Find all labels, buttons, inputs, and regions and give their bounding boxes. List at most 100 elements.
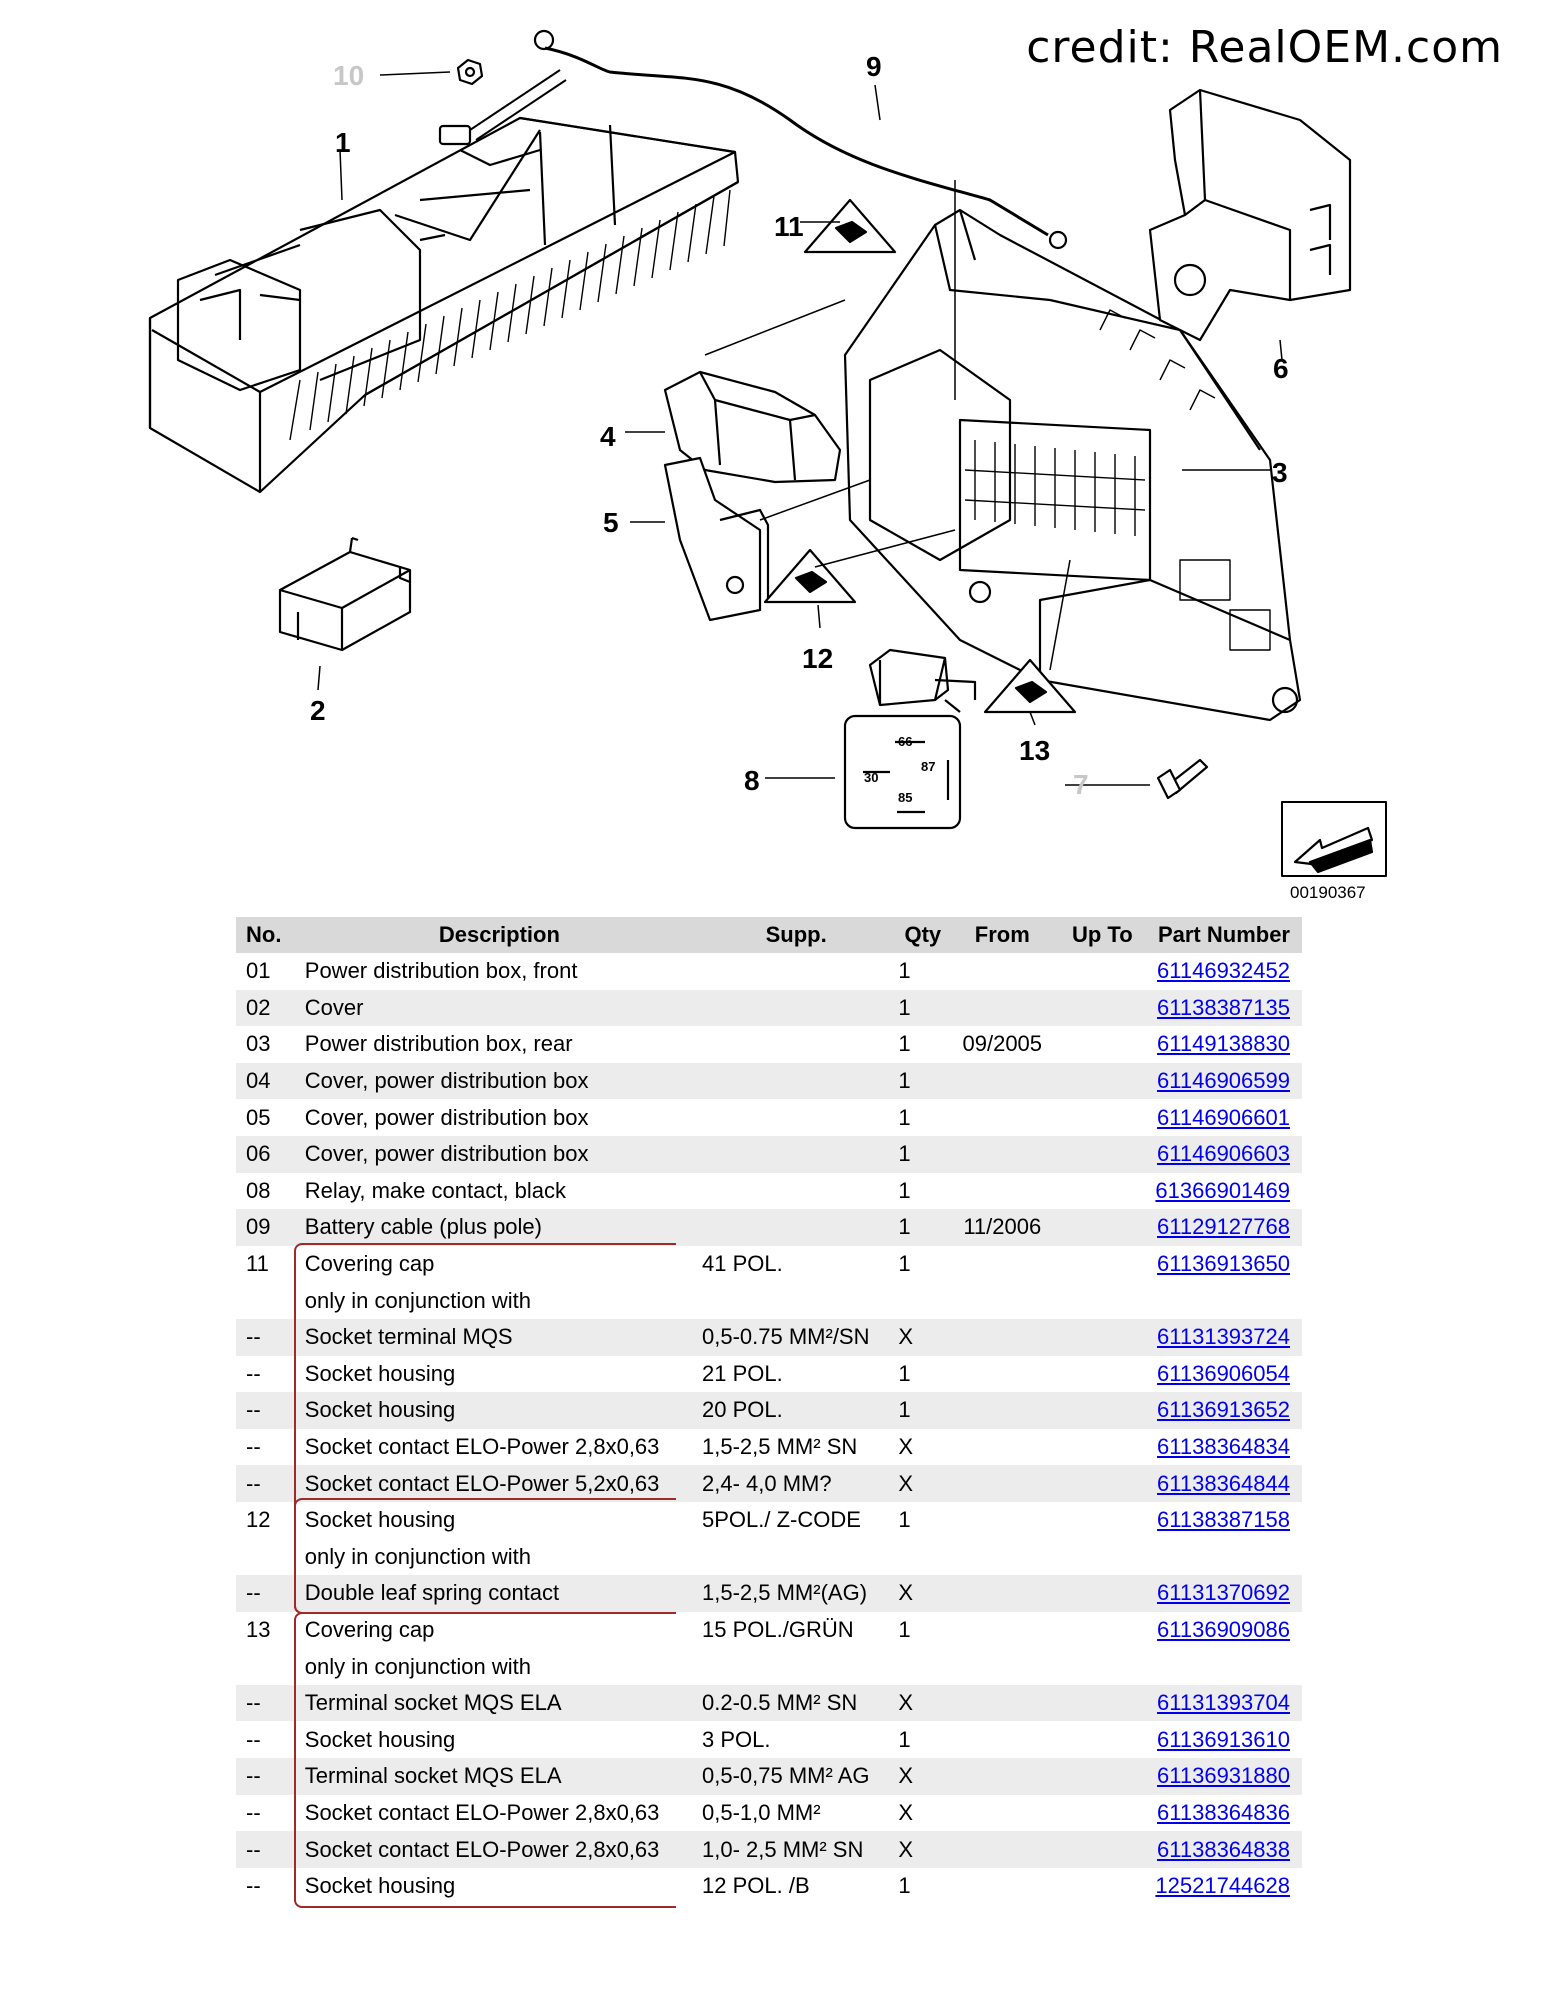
part-7-screw: [1156, 758, 1209, 800]
cell-supp: [698, 1062, 895, 1100]
cell-qty: 1: [898, 1177, 911, 1203]
cell-part-number: 61138364844: [1151, 1465, 1302, 1502]
part-number-link[interactable]: 61136909086: [1157, 1616, 1290, 1642]
table-header-row: No. Description Supp. Qty From Up To Par…: [236, 917, 1302, 953]
part-2-cover: [278, 536, 412, 652]
cell-no: --: [246, 1799, 261, 1825]
cell-part-number: 61131370692: [1151, 1575, 1302, 1612]
part-number-link[interactable]: 61138364838: [1157, 1836, 1290, 1862]
group-bracket-13: [294, 1612, 676, 1908]
part-number-link[interactable]: 61136913650: [1157, 1251, 1290, 1277]
cell-part-number: 61146906601: [1151, 1099, 1302, 1136]
cell-supp: 0.2-0.5 MM² SN: [698, 1684, 895, 1722]
cell-description: Socket contact ELO-Power 5,2x0,63: [300, 1465, 698, 1502]
cell-qty: 1: [898, 1616, 911, 1642]
cell-description: Socket housing: [304, 1726, 456, 1752]
callout-2: 2: [310, 695, 326, 726]
part-8-relay: [843, 648, 977, 830]
cell-upto: [1053, 1612, 1151, 1649]
part-number-link[interactable]: 61131370692: [1157, 1580, 1290, 1606]
part-number-link[interactable]: 61138364836: [1157, 1799, 1290, 1825]
cell-description: Socket contact ELO-Power 2,8x0,63: [304, 1434, 660, 1460]
group-bracket-12: [294, 1498, 676, 1614]
table-row: only in conjunction with: [236, 1648, 1302, 1685]
part-number-link[interactable]: 61146906599: [1157, 1068, 1290, 1094]
cell-upto: [1053, 1539, 1151, 1576]
part-1-front-distribution-box: [148, 116, 740, 494]
part-number-link[interactable]: 61136931880: [1157, 1763, 1290, 1789]
part-number-link[interactable]: 61129127768: [1157, 1214, 1290, 1240]
callout-5: 5: [603, 507, 619, 538]
cell-from: [951, 989, 1054, 1027]
callout-8: 8: [744, 765, 760, 796]
part-number-link[interactable]: 61149138830: [1157, 1031, 1290, 1057]
cell-upto: [1053, 1026, 1151, 1063]
cell-description: Socket housing: [300, 1392, 698, 1429]
cell-qty: 1: [894, 1062, 952, 1100]
cell-part-number: 61136906054: [1151, 1356, 1302, 1393]
cell-upto: [1053, 1356, 1151, 1393]
cell-part-number: 61136931880: [1151, 1758, 1302, 1795]
col-header-description: Description: [300, 917, 698, 953]
part-number-link[interactable]: 61366901469: [1155, 1177, 1290, 1203]
part-number-link[interactable]: 12521744628: [1155, 1873, 1290, 1899]
part-number-link[interactable]: 61131393704: [1157, 1690, 1290, 1716]
cell-part-number: 61146932452: [1151, 953, 1302, 990]
cell-part-number: 61138364838: [1151, 1831, 1302, 1868]
cell-supp: [698, 1135, 895, 1173]
cell-part-number: 61131393704: [1151, 1684, 1302, 1722]
callout-12: 12: [802, 643, 833, 674]
part-number-link[interactable]: 61138387135: [1157, 994, 1290, 1020]
cell-qty: X: [894, 1758, 952, 1795]
part-number-link[interactable]: 61136906054: [1157, 1360, 1290, 1386]
cell-no: --: [236, 1465, 301, 1502]
parts-table: No. Description Supp. Qty From Up To Par…: [236, 917, 1302, 1904]
cell-no: --: [236, 1392, 301, 1429]
cell-from: [951, 1318, 1054, 1356]
part-number-link[interactable]: 61136913610: [1157, 1726, 1290, 1752]
cell-part-number: 61136913650: [1151, 1246, 1302, 1283]
part-number-link[interactable]: 61146932452: [1157, 958, 1290, 984]
cell-qty: 1: [898, 1726, 911, 1752]
cell-description: Double leaf spring contact: [300, 1575, 698, 1612]
cell-supp: 12 POL. /B: [702, 1873, 810, 1899]
part-number-link[interactable]: 61131393724: [1157, 1324, 1290, 1350]
cell-qty: 1: [898, 1507, 911, 1533]
cell-qty: 1: [894, 1392, 952, 1429]
cell-qty: [894, 1648, 951, 1685]
cell-from: [951, 1648, 1053, 1685]
cell-no: --: [246, 1726, 261, 1752]
leader-lines: [317, 71, 1283, 786]
part-number-link[interactable]: 61138387158: [1157, 1507, 1290, 1533]
cell-from: [951, 1465, 1054, 1502]
cell-qty: 1: [898, 1031, 911, 1057]
cell-upto: [1053, 1246, 1151, 1283]
part-number-link[interactable]: 61138364834: [1157, 1434, 1290, 1460]
cell-upto: [1053, 953, 1151, 990]
cell-supp: 41 POL.: [702, 1251, 783, 1277]
cell-qty: X: [894, 1684, 952, 1722]
cell-no: --: [236, 1318, 301, 1356]
cell-part-number: 61138364836: [1151, 1795, 1302, 1832]
part-number-link[interactable]: 61146906603: [1157, 1141, 1290, 1167]
cell-part-number: 61146906599: [1151, 1062, 1302, 1100]
cell-supp: 1,5-2,5 MM²(AG): [698, 1575, 895, 1612]
part-number-link[interactable]: 61138364844: [1157, 1470, 1290, 1496]
cell-from: 11/2006: [951, 1209, 1054, 1246]
cell-from: 09/2005: [962, 1031, 1043, 1057]
cell-qty: X: [898, 1434, 914, 1460]
cell-from: [951, 1795, 1053, 1832]
part-number-link[interactable]: 61146906601: [1157, 1104, 1290, 1130]
cell-description: Socket contact ELO-Power 2,8x0,63: [304, 1799, 660, 1825]
col-header-part-number: Part Number: [1151, 917, 1302, 953]
cell-qty: 1: [894, 1135, 952, 1173]
cell-no: [236, 1539, 301, 1576]
part-number-link[interactable]: 61136913652: [1157, 1397, 1290, 1423]
